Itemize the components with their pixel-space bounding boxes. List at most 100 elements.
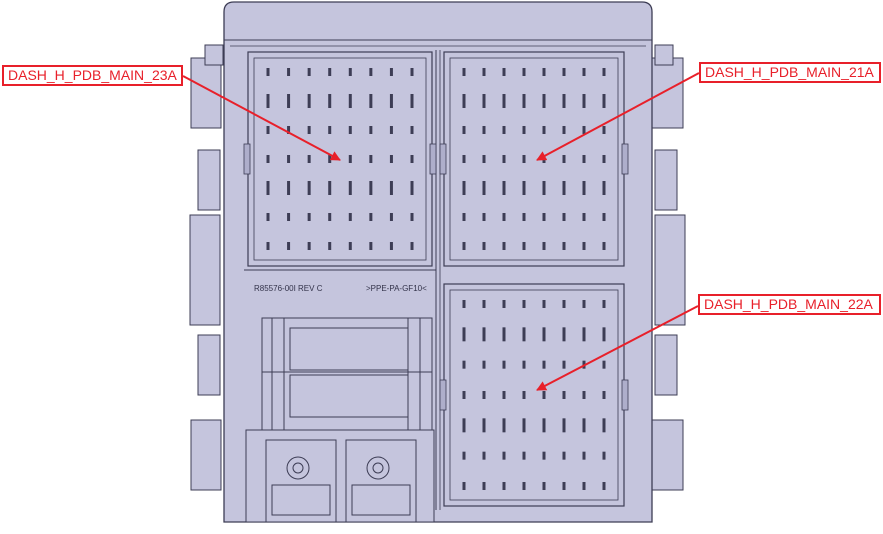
terminal-cavity <box>542 418 546 433</box>
terminal-cavity <box>266 181 270 195</box>
terminal-cavity <box>602 94 606 108</box>
terminal-cavity <box>328 68 332 76</box>
terminal-cavity <box>542 360 546 369</box>
terminal-cavity <box>389 181 393 195</box>
terminal-cavity <box>328 242 332 250</box>
terminal-cavity <box>602 126 606 134</box>
terminal-cavity <box>562 300 566 308</box>
terminal-cavity <box>502 360 506 369</box>
terminal-cavity <box>582 213 586 221</box>
terminal-cavity <box>266 155 270 163</box>
terminal-cavity <box>522 126 526 134</box>
terminal-cavity <box>522 94 526 108</box>
power-studs <box>245 429 435 523</box>
terminal-cavity <box>502 181 506 195</box>
terminal-cavity <box>542 300 546 308</box>
terminal-cavity <box>287 242 291 250</box>
terminal-cavity <box>482 360 486 369</box>
connector-block-21a <box>439 51 629 267</box>
leader-23a <box>182 75 341 161</box>
terminal-cavity <box>287 126 291 134</box>
terminal-cavity <box>522 242 526 250</box>
terminal-cavity <box>502 126 506 134</box>
terminal-cavity <box>582 181 586 195</box>
terminal-cavity <box>328 213 332 221</box>
terminal-cavity <box>562 482 566 490</box>
terminal-cavity <box>562 242 566 250</box>
terminal-cavity <box>502 418 506 433</box>
terminal-cavity <box>389 94 393 108</box>
terminal-cavity <box>389 155 393 163</box>
terminal-cavity <box>542 68 546 76</box>
relay-bay <box>261 317 433 431</box>
terminal-cavity <box>502 300 506 308</box>
terminal-cavity <box>502 451 506 460</box>
terminal-cavity <box>542 391 546 399</box>
terminal-cavity <box>328 155 332 163</box>
terminal-cavity <box>462 482 466 490</box>
leader-21a <box>536 72 700 161</box>
terminal-cavity <box>462 418 466 433</box>
terminal-cavity <box>582 155 586 163</box>
terminal-cavity <box>462 155 466 163</box>
terminal-cavity <box>522 360 526 369</box>
connector-block-22a <box>439 283 629 507</box>
terminal-cavity <box>562 94 566 108</box>
terminal-cavity <box>462 300 466 308</box>
terminal-cavity <box>482 94 486 108</box>
leader-22a <box>536 305 699 391</box>
terminal-cavity <box>307 181 311 195</box>
terminal-cavity <box>522 391 526 399</box>
terminal-cavity <box>389 242 393 250</box>
terminal-cavity <box>482 391 486 399</box>
terminal-cavity <box>462 126 466 134</box>
terminal-cavity <box>562 391 566 399</box>
terminal-cavity <box>348 155 352 163</box>
terminal-cavity <box>266 126 270 134</box>
terminal-cavity <box>602 181 606 195</box>
terminal-cavity <box>542 181 546 195</box>
terminal-cavity <box>287 181 291 195</box>
terminal-cavity <box>307 68 311 76</box>
terminal-cavity <box>582 418 586 433</box>
part-number-engraving: R85576-00I REV C <box>254 284 323 293</box>
terminal-cavity <box>328 181 332 195</box>
terminal-cavity <box>482 155 486 163</box>
terminal-cavity <box>287 94 291 108</box>
terminal-cavity <box>482 482 486 490</box>
callout-label-23a: DASH_H_PDB_MAIN_23A <box>2 65 183 86</box>
terminal-cavity <box>369 126 373 134</box>
terminal-cavity <box>542 94 546 108</box>
terminal-cavity <box>602 482 606 490</box>
terminal-cavity <box>482 451 486 460</box>
terminal-cavity <box>482 418 486 433</box>
terminal-cavity <box>307 242 311 250</box>
side-clips <box>189 44 686 491</box>
terminal-cavity <box>502 482 506 490</box>
terminal-cavity <box>582 482 586 490</box>
terminal-cavity <box>462 242 466 250</box>
terminal-cavity <box>410 94 414 108</box>
terminal-cavity <box>287 68 291 76</box>
terminal-cavity <box>562 68 566 76</box>
terminal-cavity <box>369 213 373 221</box>
terminal-cavity <box>602 418 606 433</box>
terminal-cavity <box>502 94 506 108</box>
terminal-cavity <box>389 213 393 221</box>
terminal-cavity <box>562 181 566 195</box>
terminal-cavity <box>602 242 606 250</box>
terminal-cavity <box>602 213 606 221</box>
terminal-cavity <box>522 213 526 221</box>
terminal-cavity <box>482 327 486 342</box>
terminal-cavity <box>502 155 506 163</box>
terminal-cavity <box>328 126 332 134</box>
terminal-cavity <box>522 181 526 195</box>
terminal-cavity <box>307 213 311 221</box>
terminal-cavity <box>369 68 373 76</box>
callout-label-21a: DASH_H_PDB_MAIN_21A <box>699 62 881 83</box>
terminal-cavity <box>602 327 606 342</box>
terminal-cavity <box>562 155 566 163</box>
terminal-cavity <box>542 327 546 342</box>
